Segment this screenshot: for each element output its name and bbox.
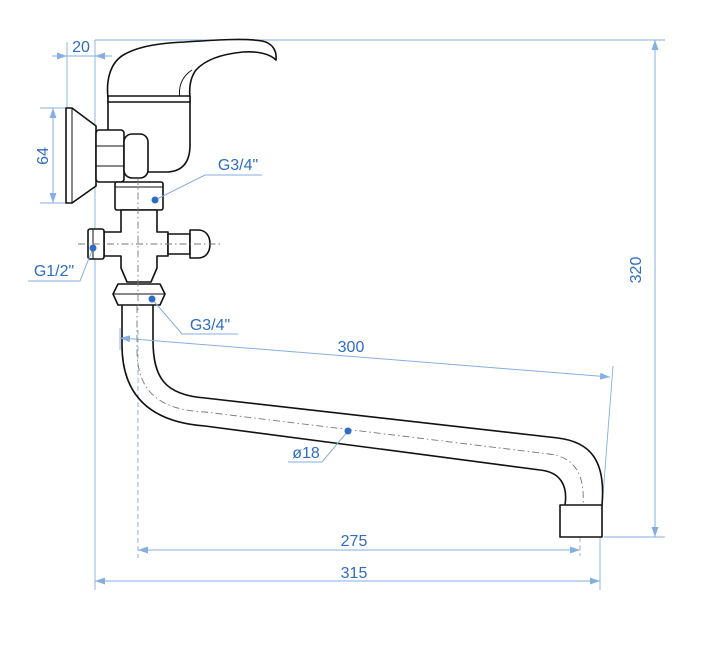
- leader-dot: [148, 295, 156, 303]
- dimension-lines: [49, 40, 659, 585]
- spout-center-line: [136, 306, 584, 506]
- dim-64-label: 64: [35, 147, 52, 165]
- leader-dot: [344, 427, 352, 435]
- dim-315-label: 315: [341, 565, 368, 582]
- leader-upper-thread: [154, 174, 262, 201]
- lever-handle: [106, 38, 277, 99]
- inlet-cylinder: [123, 133, 149, 179]
- diverter-tee: [103, 209, 169, 283]
- spout-right-extension: [601, 365, 614, 509]
- leader-lines: [28, 174, 352, 463]
- wall-flange: [65, 107, 97, 204]
- upper-connector: [114, 181, 164, 211]
- leader-side-thread: [28, 247, 94, 282]
- spout-inner-edge: [152, 305, 604, 506]
- faucet: [65, 38, 604, 538]
- upper-thread-label: G3/4": [218, 157, 258, 174]
- leader-spout-thread: [151, 298, 238, 335]
- dim-20-label: 20: [72, 39, 90, 56]
- dim-300-line: [119, 335, 611, 380]
- leader-dot: [151, 196, 159, 204]
- dim-300-label: 300: [338, 339, 365, 356]
- pipe-diameter-label: ø18: [292, 445, 320, 462]
- dim-275-label: 275: [341, 533, 368, 550]
- handle-base-ring: [107, 95, 191, 103]
- spout-outer-edge: [121, 305, 567, 506]
- spout-thread-label: G3/4": [190, 317, 230, 334]
- hex-nut: [95, 129, 125, 183]
- side-thread-label: G1/2": [34, 263, 74, 280]
- leader-dot: [89, 244, 97, 252]
- dim-320-label: 320: [628, 257, 645, 284]
- dimension-labels: 20 64 320 300 275 315 ø18 G3/4" G1/2" G3…: [34, 39, 645, 582]
- leader-pipe-diameter: [288, 430, 349, 463]
- aerator-nozzle: [559, 504, 603, 538]
